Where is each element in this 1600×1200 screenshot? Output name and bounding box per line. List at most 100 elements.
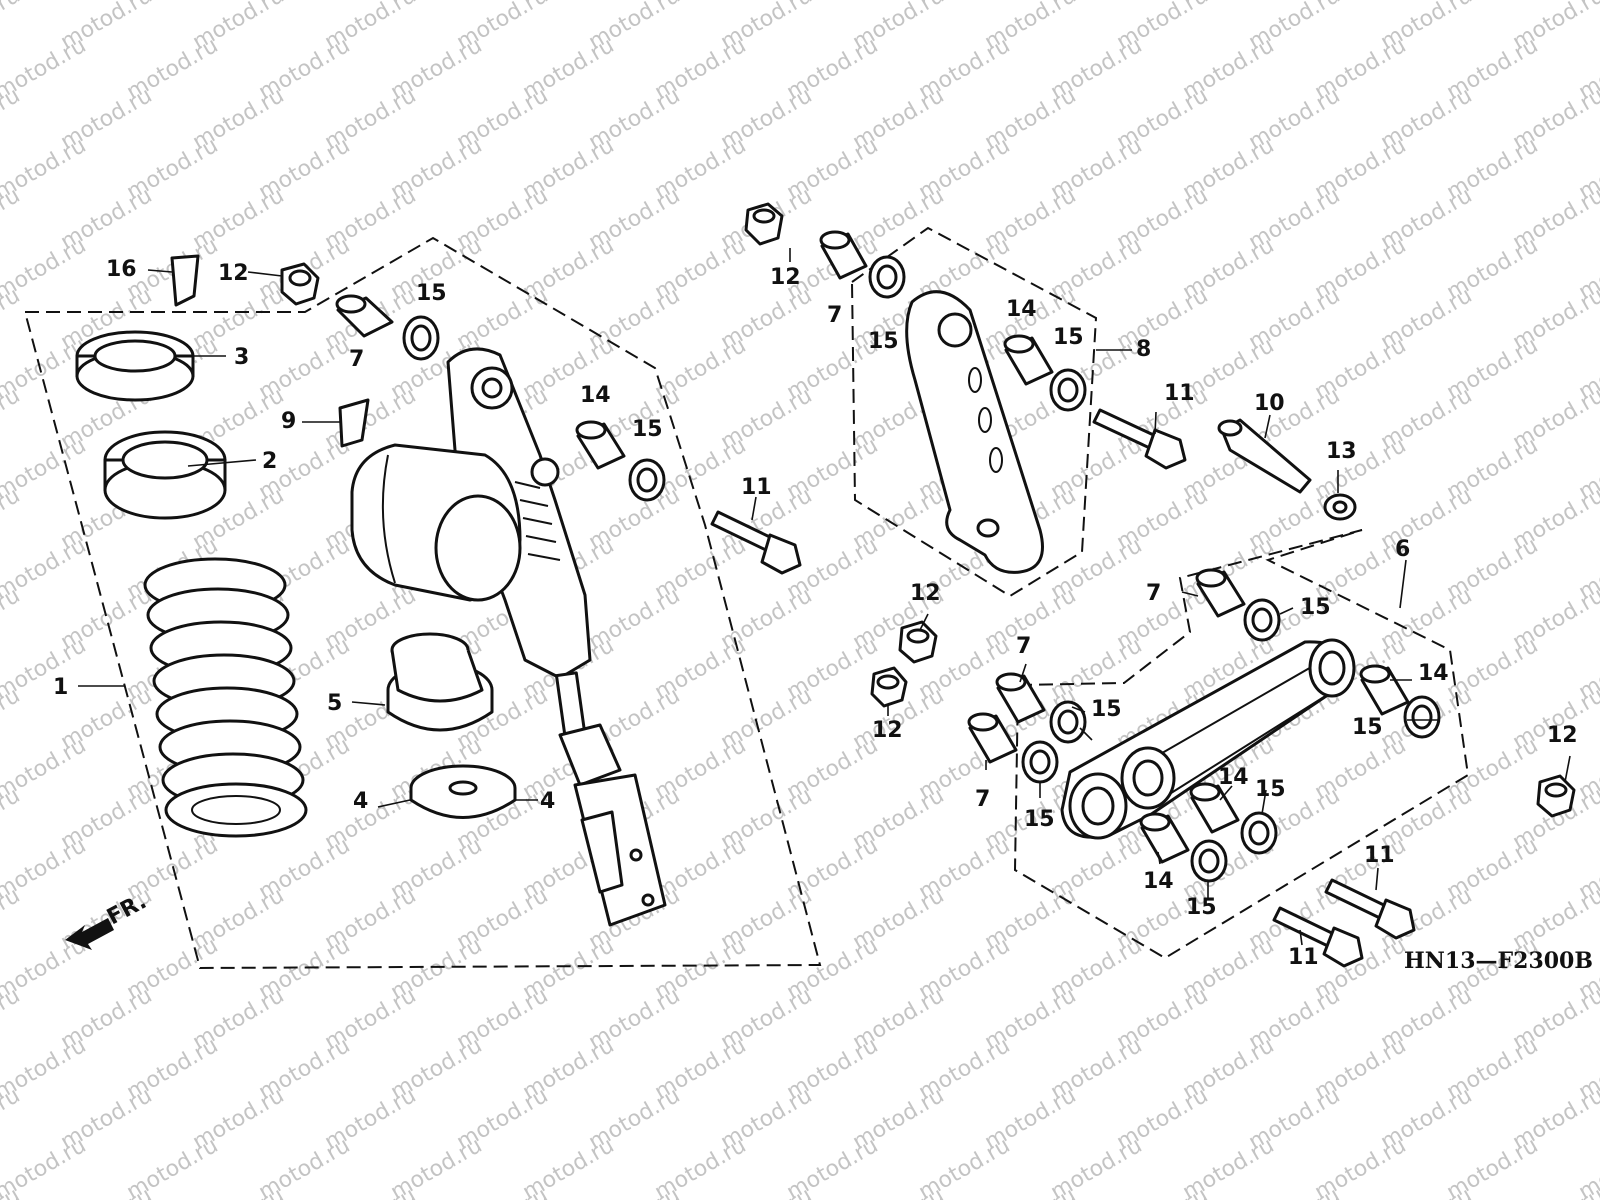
callout-14-rod-right: 14 bbox=[1418, 661, 1449, 686]
callout-12-arm: 12 bbox=[770, 265, 801, 290]
front-direction-arrow bbox=[65, 918, 114, 950]
cushion-arm-upper-nut bbox=[744, 202, 784, 246]
callout-7-shock: 7 bbox=[349, 347, 364, 372]
callout-15-rod-top: 15 bbox=[1300, 595, 1331, 620]
callout-14-arm: 14 bbox=[1006, 297, 1037, 322]
rod-bearing-left-1 bbox=[1049, 700, 1087, 744]
watermark-text: motod.ru bbox=[717, 1183, 817, 1200]
cushion-arm bbox=[905, 290, 1044, 574]
rod-bearing-low bbox=[1190, 839, 1228, 883]
shock-spring bbox=[143, 557, 308, 838]
long-pivot-bolt bbox=[1217, 418, 1312, 494]
leader-lines bbox=[78, 248, 1571, 946]
callout-15-rod-left1: 15 bbox=[1091, 697, 1122, 722]
callout-4-left: 4 bbox=[353, 789, 368, 814]
callout-16: 16 bbox=[106, 257, 137, 282]
spring-lock-nut bbox=[75, 330, 195, 402]
watermark-text: motod.ru bbox=[849, 1183, 949, 1200]
callout-15-rod-right: 15 bbox=[1352, 715, 1383, 740]
callout-15-arm-lower: 15 bbox=[1053, 325, 1084, 350]
stopper-plate bbox=[409, 764, 517, 819]
cushion-arm-collar bbox=[819, 230, 868, 280]
callout-15-rod-mid: 15 bbox=[1255, 777, 1286, 802]
callout-11-rod-lower: 11 bbox=[1288, 945, 1319, 970]
callout-11-rod-upper: 11 bbox=[1364, 843, 1395, 868]
watermark-text: motod.ru bbox=[1377, 1183, 1477, 1200]
shock-group-outline bbox=[23, 236, 822, 970]
callout-12-rod-lower: 12 bbox=[872, 718, 903, 743]
shock-lower-bolt bbox=[710, 510, 802, 575]
bump-rubber bbox=[386, 632, 494, 732]
rod-nut-left-upper bbox=[898, 620, 938, 664]
rod-nut-left-lower bbox=[870, 666, 908, 708]
callout-12-rod-upper: 12 bbox=[910, 581, 941, 606]
callout-2: 2 bbox=[262, 449, 277, 474]
callout-14-shock: 14 bbox=[580, 383, 611, 408]
callout-6: 6 bbox=[1395, 537, 1410, 562]
callout-1: 1 bbox=[53, 675, 68, 700]
callout-14-rod-low: 14 bbox=[1143, 869, 1174, 894]
callout-15-rod-low: 15 bbox=[1186, 895, 1217, 920]
callout-10: 10 bbox=[1254, 391, 1285, 416]
watermark-text: motod.ru bbox=[57, 1183, 157, 1200]
callout-15-arm-upper: 15 bbox=[868, 329, 899, 354]
spring-adjuster-nut bbox=[103, 430, 227, 520]
callout-3: 3 bbox=[234, 345, 249, 370]
rod-bearing-left-2 bbox=[1021, 740, 1059, 784]
rod-bolt-upper bbox=[1324, 878, 1416, 940]
callout-14-rod-mid: 14 bbox=[1218, 765, 1249, 790]
watermark-text: motod.ru bbox=[453, 1183, 553, 1200]
cushion-arm-bearing-upper bbox=[868, 255, 906, 299]
pivot-collar bbox=[335, 294, 394, 338]
callout-7-arm: 7 bbox=[827, 303, 842, 328]
watermark-text: motod.ru bbox=[981, 1183, 1081, 1200]
flange-nut bbox=[280, 262, 320, 306]
watermark-text: motod.ru bbox=[1575, 0, 1600, 5]
connecting-rod bbox=[1060, 638, 1356, 840]
callout-7-rod-top: 7 bbox=[1146, 581, 1161, 606]
callout-11-shock: 11 bbox=[741, 475, 772, 500]
callout-4-right: 4 bbox=[540, 789, 555, 814]
watermark-text: motod.ru bbox=[585, 1183, 685, 1200]
callout-9: 9 bbox=[281, 409, 296, 434]
callout-7-rod-left1: 7 bbox=[1016, 634, 1031, 659]
rod-collar-mid bbox=[1189, 782, 1240, 834]
rod-bearing-right bbox=[1403, 695, 1441, 739]
watermark-text: motod.ru bbox=[1245, 1183, 1345, 1200]
rod-bearing-mid bbox=[1240, 811, 1278, 855]
rod-collar-right bbox=[1359, 664, 1410, 716]
watermark-text: motod.ru bbox=[321, 1183, 421, 1200]
rod-collar-left-1 bbox=[995, 672, 1046, 724]
cushion-arm-collar-2 bbox=[1003, 334, 1054, 386]
rear-shock-absorber bbox=[350, 347, 667, 927]
callout-15-rod-left2: 15 bbox=[1024, 807, 1055, 832]
rod-collar-left-2 bbox=[967, 712, 1018, 764]
rod-collar-low bbox=[1139, 812, 1190, 864]
rod-bearing-top bbox=[1243, 598, 1281, 642]
callout-11-arm: 11 bbox=[1164, 381, 1195, 406]
callout-12-right: 12 bbox=[1547, 723, 1578, 748]
shock-label-sticker bbox=[338, 398, 370, 448]
shock-bearing bbox=[628, 458, 666, 502]
cushion-arm-group-outline bbox=[850, 226, 1098, 598]
caution-label-sticker bbox=[170, 254, 200, 307]
rod-collar-top bbox=[1195, 568, 1246, 618]
needle-bearing bbox=[402, 315, 440, 361]
watermark-text: motod.ru bbox=[189, 1183, 289, 1200]
callout-12-shock: 12 bbox=[218, 261, 249, 286]
pivot-washer bbox=[1323, 493, 1357, 521]
rod-bolt-lower bbox=[1272, 906, 1364, 968]
callout-15-shock-right: 15 bbox=[632, 417, 663, 442]
callout-15-shock-top: 15 bbox=[416, 281, 447, 306]
rod-nut-right bbox=[1536, 774, 1576, 818]
connecting-rod-group-outline bbox=[1013, 529, 1470, 960]
watermark-text: motod.ru bbox=[0, 0, 24, 55]
callout-13: 13 bbox=[1326, 439, 1357, 464]
cushion-arm-bolt bbox=[1092, 408, 1187, 470]
cushion-arm-bearing-2 bbox=[1049, 368, 1087, 412]
watermark-text: motod.ru bbox=[1113, 1183, 1213, 1200]
diagram-code: HN13—F2300B bbox=[1404, 948, 1593, 974]
callout-7-rod-left2: 7 bbox=[975, 787, 990, 812]
